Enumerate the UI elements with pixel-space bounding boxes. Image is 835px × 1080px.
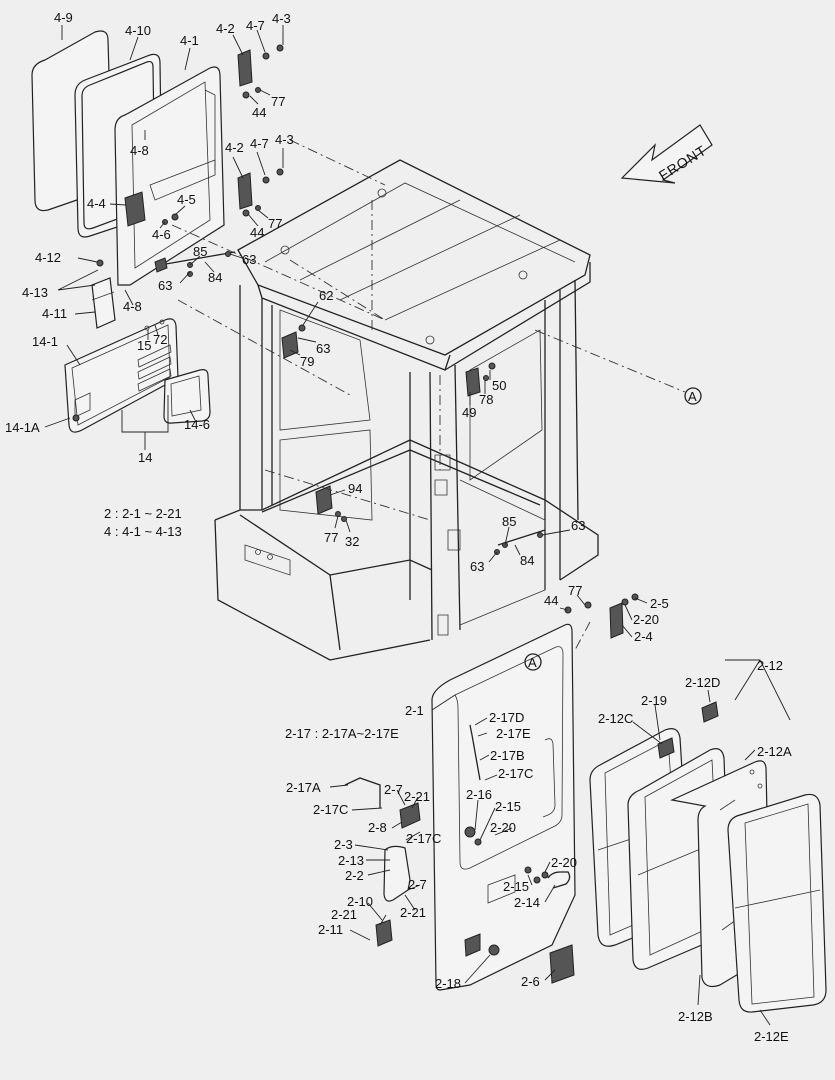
callout-label: 2-20 [633,612,659,627]
callout-label: 84 [520,553,534,568]
callout-label: 2-12B [678,1009,713,1024]
callout-label: 4-2 [225,140,244,155]
group-note-2-17: 2-17 : 2-17A~2-17E [285,726,399,741]
callout-label: 2-20 [551,855,577,870]
group-note-2: 2 : 2-1 ~ 2-21 [104,506,182,521]
callout-label: 4-2 [216,21,235,36]
ref-marker-a-door: A [528,655,537,670]
callout-label: 2-12E [754,1029,789,1044]
callout-label: 4-5 [177,192,196,207]
callout-label: 2-21 [331,907,357,922]
callout-label: 4-9 [54,10,73,25]
callout-label: 14-1A [5,420,40,435]
callout-label: 2-12C [598,711,633,726]
door-window-set [589,701,827,1013]
callout-label: 2-21 [400,905,426,920]
callout-label: 2-17B [490,748,525,763]
callout-label: 2-12D [685,675,720,690]
callout-label: 2-15 [503,879,529,894]
callout-label: 4-3 [275,132,294,147]
callout-label: 4-8 [130,143,149,158]
callout-label: 44 [250,225,264,240]
callout-label: 4-6 [152,227,171,242]
callout-label: 2-17C [406,831,441,846]
callout-label: 63 [470,559,484,574]
callout-label: 77 [324,530,338,545]
cab-door-assembly [344,593,639,991]
callout-label: 50 [492,378,506,393]
callout-label: 44 [544,593,558,608]
callout-label: 14-6 [184,417,210,432]
reference-lines: A A [171,139,702,671]
callout-label: 2-19 [641,693,667,708]
cab-body [214,159,599,661]
callout-label: 79 [300,354,314,369]
callout-label: 4-8 [123,299,142,314]
callout-label: 2-7 [384,782,403,797]
callout-label: 2-17C [313,802,348,817]
callout-label: 44 [252,105,266,120]
callout-label: 4-4 [87,196,106,211]
callout-label: 2-12 [757,658,783,673]
roof-window-assembly [31,30,284,329]
callout-label: 63 [316,341,330,356]
callout-label: 2-11 [318,922,343,937]
callout-label: 2-6 [521,974,540,989]
callout-label: 2-7 [408,877,427,892]
callout-label: 4-3 [272,11,291,26]
callout-label: 14-1 [32,334,58,349]
callout-label: 4-10 [125,23,151,38]
callout-label: 2-1 [405,703,424,718]
ref-marker-a-top: A [688,389,697,404]
callout-label: 2-2 [345,868,364,883]
cab-hardware [281,324,546,555]
callout-label: 77 [268,216,282,231]
callout-label: 4-7 [246,18,265,33]
callout-label: 63 [158,278,172,293]
callout-label: 2-16 [466,787,492,802]
callout-label: 94 [348,481,362,496]
callout-label: 2-13 [338,853,364,868]
callout-label: 77 [271,94,285,109]
callout-label: 2-3 [334,837,353,852]
callout-label: 77 [568,583,582,598]
callout-label: 2-5 [650,596,669,611]
callout-label: 4-12 [35,250,61,265]
callout-label: 2-18 [435,976,461,991]
callout-label: 2-17C [498,766,533,781]
rear-cover-panel [64,318,211,433]
callout-label: 2-14 [514,895,540,910]
callout-label: 78 [479,392,493,407]
callout-label: 2-4 [634,629,653,644]
callout-label: 4-1 [180,33,199,48]
callout-label: 2-21 [404,789,430,804]
leader-lines [44,25,791,1026]
callout-label: 2-10 [347,894,373,909]
callout-label: 2-17E [496,726,531,741]
callout-label: 4-7 [250,136,269,151]
callout-label: 14 [138,450,152,465]
callout-label: 72 [153,332,167,347]
callout-label: 63 [242,252,256,267]
callout-label: 4-13 [22,285,48,300]
callout-label: 84 [208,270,222,285]
callout-label: 49 [462,405,476,420]
callout-label: 63 [571,518,585,533]
group-note-4: 4 : 4-1 ~ 4-13 [104,524,182,539]
callout-label: 2-17D [489,710,524,725]
part-callouts: 4-9 4-10 4-1 4-2 4-7 4-3 77 44 4-8 4-2 4… [5,10,792,1044]
callout-label: 15 [137,338,151,353]
callout-label: 2-20 [490,820,516,835]
callout-label: 2-8 [368,820,387,835]
callout-label: 4-11 [42,306,67,321]
callout-label: 62 [319,288,333,303]
callout-label: 2-17A [286,780,321,795]
callout-label: 32 [345,534,359,549]
callout-label: 2-15 [495,799,521,814]
callout-label: 2-12A [757,744,792,759]
callout-label: 85 [502,514,516,529]
callout-label: 85 [193,244,207,259]
